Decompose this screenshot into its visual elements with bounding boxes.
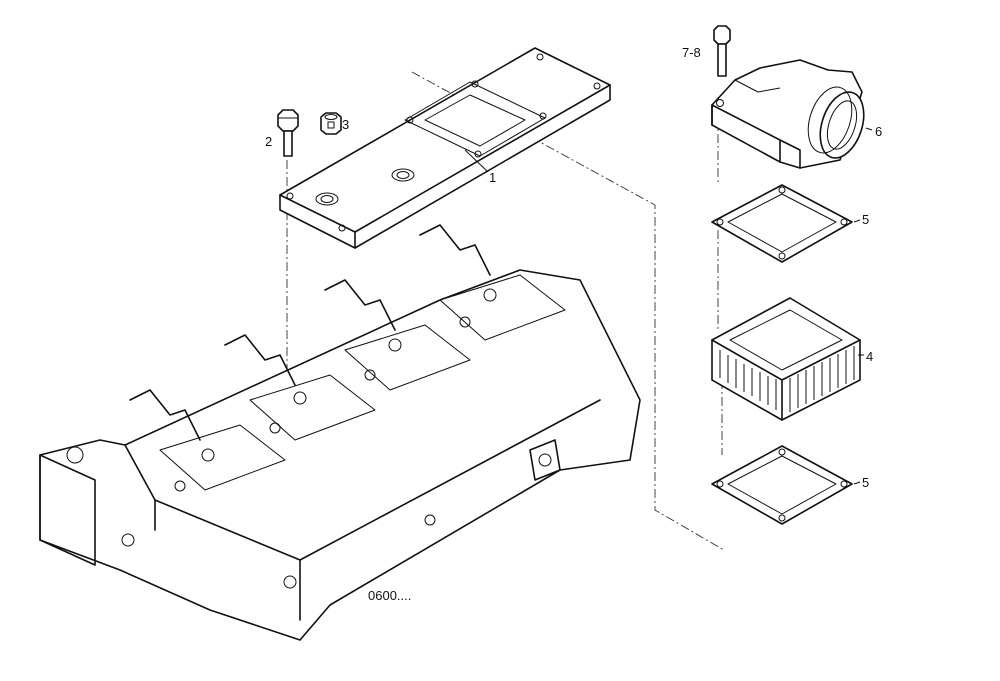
spacer-block <box>711 297 861 421</box>
gasket-upper <box>711 184 853 263</box>
callout-gasket-upper: 5 <box>862 212 870 227</box>
bolt <box>277 109 299 157</box>
leader-lines <box>464 127 873 485</box>
callout-elbow-housing: 6 <box>875 124 883 139</box>
plug <box>320 112 342 135</box>
callout-plug: 3 <box>342 117 350 132</box>
cylinder-head <box>39 224 641 641</box>
reference-code: 0600.... <box>368 588 412 603</box>
callout-gasket-lower: 5 <box>862 475 870 490</box>
callout-bolt: 2 <box>265 134 273 149</box>
callout-cover-plate: 1 <box>489 170 497 185</box>
elbow-housing <box>711 59 865 169</box>
elbow-bolt <box>713 25 731 77</box>
gasket-lower <box>711 445 853 525</box>
callout-elbow-bolt: 7-8 <box>682 45 701 60</box>
callout-spacer-block: 4 <box>866 349 874 364</box>
cover-plate <box>279 47 611 249</box>
